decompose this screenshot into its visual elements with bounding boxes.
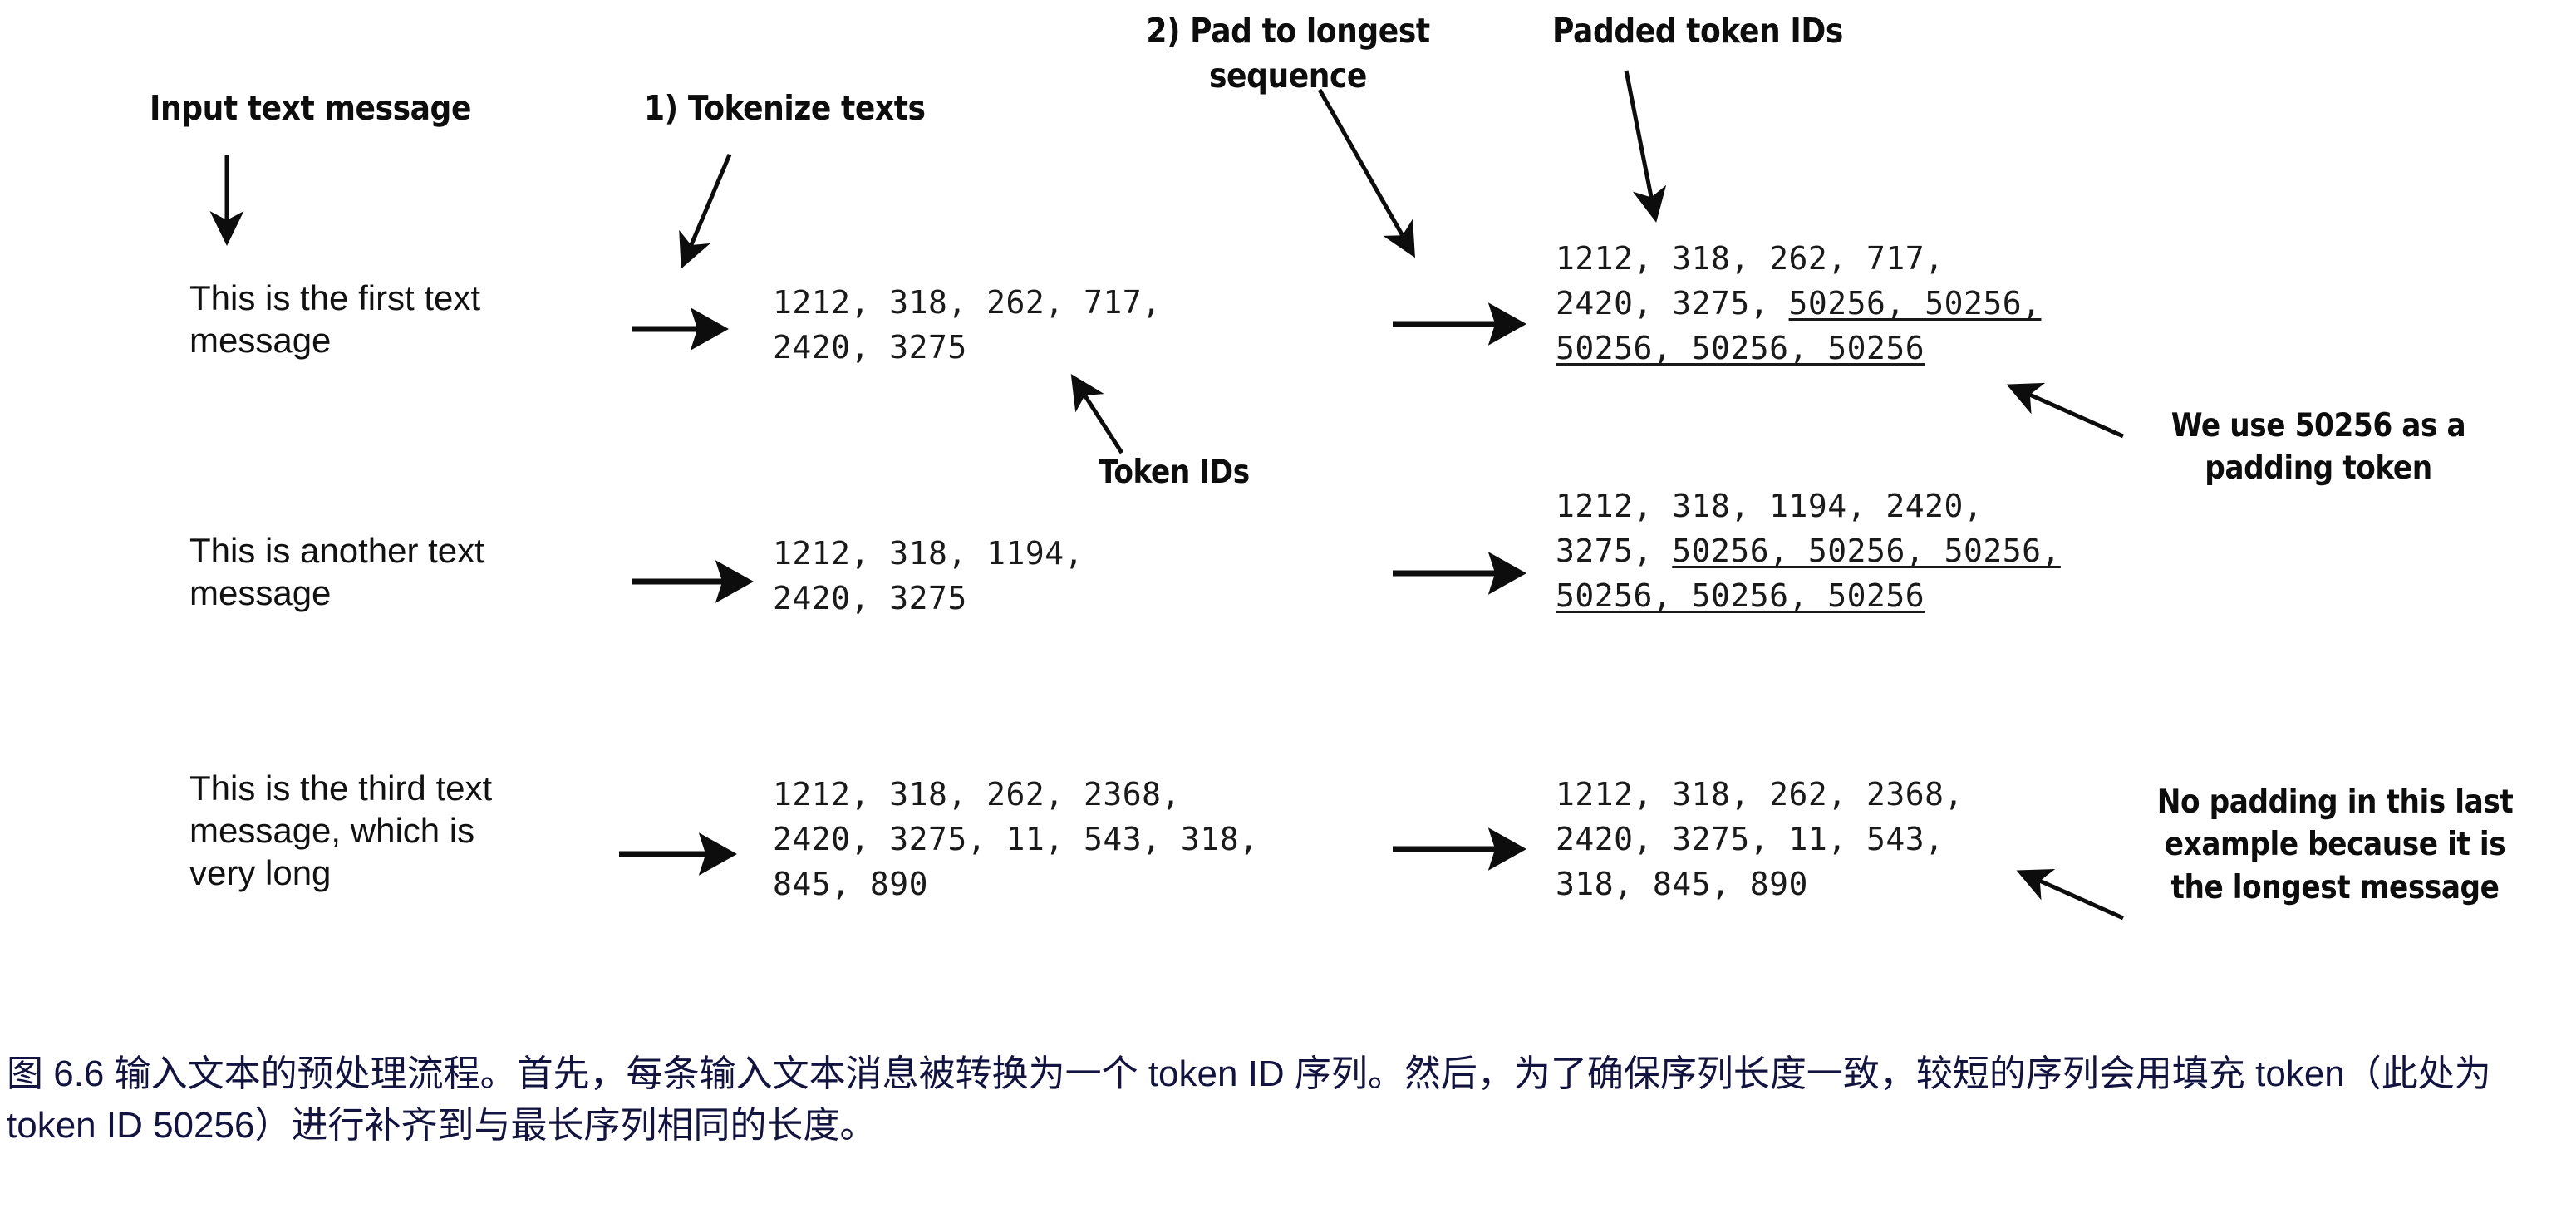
row-1-message: This is the first text message	[189, 278, 481, 361]
row-2-message: This is another text message	[189, 531, 484, 613]
heading-input-text-message: Input text message	[150, 88, 471, 128]
row-2-padded-token-ids: 1212, 318, 1194, 2420, 3275, 50256, 5025…	[1556, 484, 2245, 619]
figure-caption: 图 6.6 输入文本的预处理流程。首先，每条输入文本消息被转换为一个 token…	[7, 1053, 2491, 1147]
row-3-message: This is the third text message, which is…	[189, 769, 493, 893]
row-3-token-ids: 1212, 318, 262, 2368, 2420, 3275, 11, 54…	[773, 776, 1259, 902]
row-1-padded-token-ids: 1212, 318, 262, 717, 2420, 3275, 50256, …	[1556, 237, 2220, 371]
row-2-padding-b: 50256, 50256, 50256	[1556, 577, 1925, 614]
row-1-padding-b: 50256, 50256, 50256	[1556, 329, 1925, 366]
arrow-callout-padding-token	[2006, 382, 2125, 439]
heading-pad-to-longest: 2) Pad to longest sequence	[1146, 11, 1430, 96]
heading-padded-token-ids: Padded token IDs	[1552, 11, 1843, 51]
arrow-tokenize-texts	[679, 154, 732, 269]
row-2-padding-a: 50256, 50256, 50256,	[1672, 532, 2061, 569]
row-1-padded-prefix: 1212, 318, 262, 717, 2420, 3275,	[1556, 240, 1944, 322]
callout-padding-token: We use 50256 as a padding token	[2170, 407, 2466, 488]
arrow-pad-to-longest	[1317, 88, 1415, 258]
arrow-padded-token-ids	[1624, 70, 1667, 223]
row-2-token-ids: 1212, 318, 1194, 2420, 3275	[773, 535, 1084, 616]
row-1-padding-a: 50256, 50256,	[1788, 284, 2042, 322]
row-1-token-ids: 1212, 318, 262, 717, 2420, 3275	[773, 284, 1162, 366]
row-2-padded-prefix: 1212, 318, 1194, 2420, 3275,	[1556, 488, 1984, 569]
arrow-callout-token-ids	[1070, 373, 1124, 454]
heading-tokenize-texts: 1) Tokenize texts	[644, 88, 926, 128]
callout-token-ids: Token IDs	[1099, 454, 1250, 491]
row-3-padded-token-ids: 1212, 318, 262, 2368, 2420, 3275, 11, 54…	[1556, 776, 1964, 902]
callout-no-padding: No padding in this last example because …	[2156, 783, 2514, 906]
